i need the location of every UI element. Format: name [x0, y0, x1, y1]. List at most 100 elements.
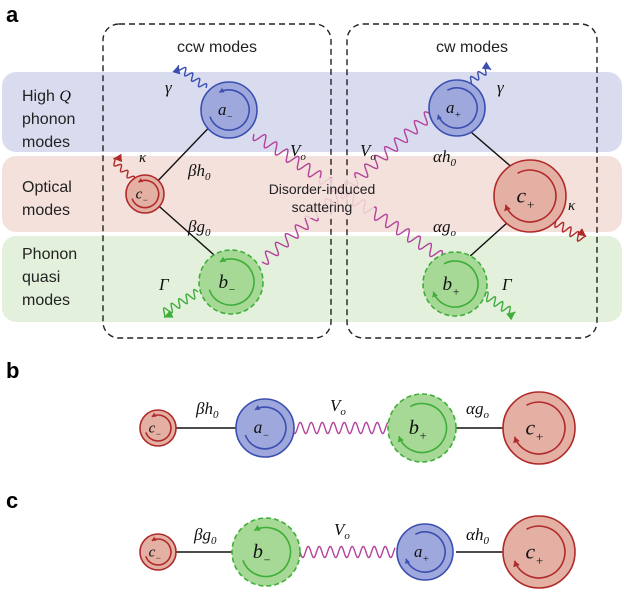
mode-b-minus: b− — [198, 249, 264, 315]
rotation-arc — [432, 260, 479, 308]
scatter-label-bg — [270, 178, 374, 218]
rotation-arc — [209, 89, 250, 131]
rotation-arrowhead — [436, 114, 443, 120]
label-Gamma-cw: Γ — [501, 275, 513, 294]
rotation-arrowhead — [432, 291, 438, 298]
mode-label: a+ — [414, 542, 429, 565]
c-scatter-wave — [299, 545, 396, 559]
rotation-arc — [244, 406, 287, 450]
label-beta-h0: βh0 — [187, 161, 211, 183]
c-mode-c-plus: c+ — [502, 515, 576, 589]
row-label-phonon-3: modes — [22, 292, 70, 309]
scatter-label-1: Disorder-induced — [269, 181, 376, 197]
mode-label: a− — [218, 100, 233, 123]
loss-gamma-phonon-cw — [478, 291, 516, 321]
rotation-arc — [513, 525, 566, 579]
loss-gamma-phonon-ccw — [162, 288, 199, 319]
rotation-arc — [398, 402, 448, 454]
loss-kappa-ccw — [113, 153, 136, 181]
cw-title: cw modes — [436, 39, 508, 56]
rotation-arrowhead — [404, 558, 411, 564]
b-mode-c-minus: c− — [139, 409, 177, 447]
mode-b-plus: b+ — [422, 251, 488, 317]
c-label-vo: Vo — [334, 520, 350, 542]
rotation-arc — [208, 258, 255, 306]
label-kappa-cw: κ — [568, 198, 576, 214]
mode-label: b+ — [409, 417, 427, 443]
mode-label: a+ — [446, 98, 461, 121]
label-gamma-cw: γ — [497, 78, 505, 97]
row-label-phonon-2: quasi — [22, 269, 60, 286]
b-mode-c-plus: c+ — [502, 391, 576, 465]
rotation-arrowhead — [513, 436, 520, 444]
b-mode-b-plus: b+ — [387, 393, 457, 463]
mode-c-minus: c− — [125, 174, 165, 214]
rotation-arrowhead — [254, 405, 261, 410]
mode-label: b+ — [442, 274, 459, 299]
row-label-phonon: Phonon — [22, 246, 77, 263]
row-label-high-q-3: modes — [22, 134, 70, 151]
mode-label: c+ — [525, 415, 543, 444]
rotation-arrowhead — [219, 256, 226, 263]
mode-a-minus: a− — [200, 81, 258, 139]
mode-label: c− — [149, 545, 162, 564]
b-label-beta-h0: βh0 — [195, 399, 219, 421]
label-vo-ccw: Vo — [290, 141, 306, 163]
label-vo-cw: Vo — [360, 141, 376, 163]
b-label-alpha-go: αgo — [466, 399, 489, 421]
rotation-arrowhead — [151, 412, 157, 417]
line-c-minus-b-minus — [151, 199, 223, 263]
rotation-arrowhead — [138, 177, 144, 183]
phonon-band — [2, 236, 622, 322]
mode-c-plus: c+ — [493, 159, 567, 233]
mode-a-plus: a+ — [428, 79, 486, 137]
label-beta-g0: βg0 — [187, 217, 211, 239]
b-mode-a-minus: a− — [235, 398, 295, 458]
mode-label: a− — [254, 417, 270, 441]
rotation-arc — [242, 526, 292, 578]
row-label-high-q: High Q — [22, 88, 71, 105]
rotation-arc — [437, 87, 478, 129]
rotation-arc — [131, 179, 160, 209]
mode-label: c+ — [525, 539, 543, 568]
label-alpha-go: αgo — [433, 217, 456, 239]
high-q-band — [2, 72, 622, 152]
c-mode-b-minus: b− — [231, 517, 301, 587]
c-mode-a-plus: a+ — [396, 523, 454, 581]
rotation-arc — [145, 414, 172, 442]
rotation-arc — [504, 169, 557, 223]
rotation-arc — [513, 401, 566, 455]
mode-label: c− — [149, 421, 162, 440]
row-label-optical-2: modes — [22, 202, 70, 219]
b-scatter-wave — [291, 421, 389, 435]
rotation-arrowhead — [254, 525, 261, 531]
panel-a-label: a — [6, 2, 19, 27]
loss-gamma-ccw — [172, 65, 208, 89]
label-gamma-ccw: γ — [165, 78, 173, 97]
c-mode-c-minus: c− — [139, 533, 177, 571]
c-label-beta-g0: βg0 — [193, 525, 217, 547]
rotation-arrowhead — [504, 204, 511, 212]
rotation-arrowhead — [513, 560, 520, 568]
panel-c-label: c — [6, 488, 18, 513]
c-label-alpha-h0: αh0 — [466, 525, 489, 547]
mode-label: b− — [253, 541, 271, 567]
row-label-high-q-2: phonon — [22, 111, 75, 128]
row-label-optical: Optical — [22, 179, 72, 196]
mode-label: c+ — [516, 183, 534, 212]
ccw-title: ccw modes — [177, 39, 257, 56]
rotation-arrowhead — [219, 87, 225, 93]
rotation-arc — [145, 538, 172, 566]
b-label-vo: Vo — [330, 396, 346, 418]
rotation-arrowhead — [151, 536, 157, 541]
label-kappa-ccw: κ — [139, 150, 147, 166]
mode-label: c− — [136, 187, 149, 206]
mode-label: b− — [218, 272, 235, 297]
rotation-arc — [405, 531, 446, 573]
panel-b-label: b — [6, 358, 19, 383]
label-Gamma-ccw: Γ — [158, 275, 170, 294]
label-alpha-h0: αh0 — [433, 147, 456, 169]
scatter-label-2: scattering — [292, 199, 353, 215]
rotation-arrowhead — [397, 436, 404, 443]
